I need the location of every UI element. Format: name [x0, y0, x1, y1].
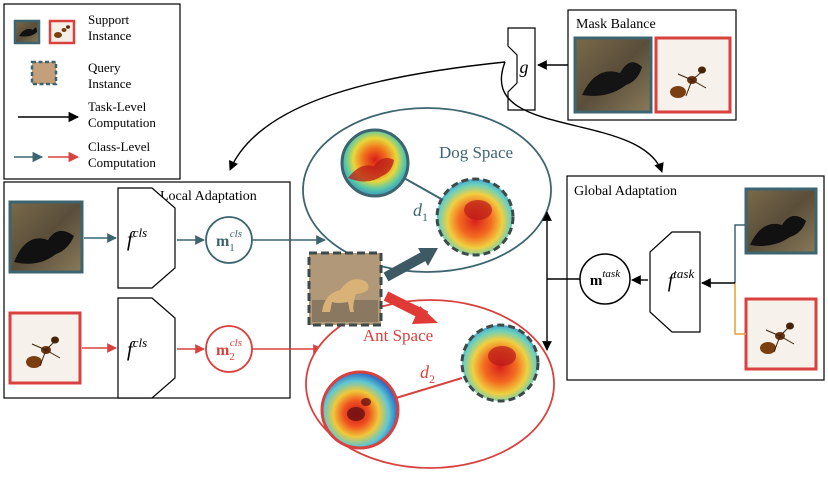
dog-space-label: Dog Space — [439, 143, 513, 162]
mask-dog-silhouette — [582, 62, 642, 96]
dog-query-heatmap — [435, 177, 515, 257]
query-to-ant-thick-arrow — [383, 291, 438, 324]
dog-space: Dog Space d1 — [302, 107, 552, 273]
g-module: g — [507, 27, 536, 111]
legend-class-label: Class-Level Computation — [88, 139, 156, 170]
dog-support-heatmap — [340, 128, 410, 198]
mtask-label: mtask — [590, 268, 621, 289]
mask-ant-image — [654, 36, 732, 114]
d2-label: d2 — [420, 362, 435, 386]
ant-query-heatmap — [460, 323, 540, 403]
mask-balance-box: Mask Balance — [567, 9, 737, 121]
query-instance-icon — [30, 60, 58, 86]
ant-space-label: Ant Space — [363, 326, 433, 345]
local-adaptation-box: Local Adaptation fcls fcls m1 — [3, 181, 291, 399]
global-dog-bracket — [734, 224, 746, 283]
global-ant-glyph — [760, 322, 795, 354]
global-adaptation-title: Global Adaptation — [574, 184, 677, 199]
query-instance-image — [307, 251, 383, 327]
legend-task-label: Task-Level Computation — [88, 99, 156, 130]
fcls-top-label: fcls — [127, 225, 147, 251]
mask-ant-glyph — [670, 66, 707, 98]
g-label: g — [520, 57, 529, 77]
legend-support-label: Support Instance — [88, 12, 132, 43]
support-ant-icon — [48, 19, 76, 45]
g-to-local-arrow — [228, 61, 506, 171]
query-dog-shape — [322, 279, 369, 312]
ant-glyph-icon — [54, 25, 70, 38]
local-adaptation-title: Local Adaptation — [160, 189, 257, 204]
m2-cls-label: m2cls — [216, 337, 242, 363]
global-ant-bracket — [734, 283, 746, 335]
fcls-encoder-bottom — [117, 297, 176, 399]
query-to-dog-thick-arrow — [383, 248, 438, 282]
global-dog-silhouette — [750, 215, 806, 246]
dog-silhouette-icon — [19, 27, 37, 37]
d2-distance-line — [395, 377, 463, 399]
ant-space: Ant Space d2 — [305, 299, 555, 469]
ftask-label: ftask — [668, 266, 695, 292]
mask-balance-title: Mask Balance — [576, 17, 656, 32]
ftask-encoder — [649, 231, 701, 333]
local-ant-glyph — [26, 336, 61, 368]
global-adaptation-box: Global Adaptation ftask mtask — [566, 175, 825, 381]
ant-support-heatmap — [320, 370, 400, 450]
fcls-encoder-top — [117, 187, 176, 289]
d1-distance-line — [403, 177, 444, 201]
d1-label: d1 — [413, 200, 428, 224]
g-to-global-arrow — [501, 61, 664, 173]
legend-query-label: Query Instance — [88, 60, 132, 91]
fcls-bottom-label: fcls — [127, 335, 147, 361]
global-ant-image — [744, 297, 818, 371]
m1-cls-label: m1cls — [216, 228, 242, 254]
legend-box: Support Instance Query Instance Task-Lev… — [3, 3, 181, 180]
local-dog-silhouette — [14, 230, 74, 264]
